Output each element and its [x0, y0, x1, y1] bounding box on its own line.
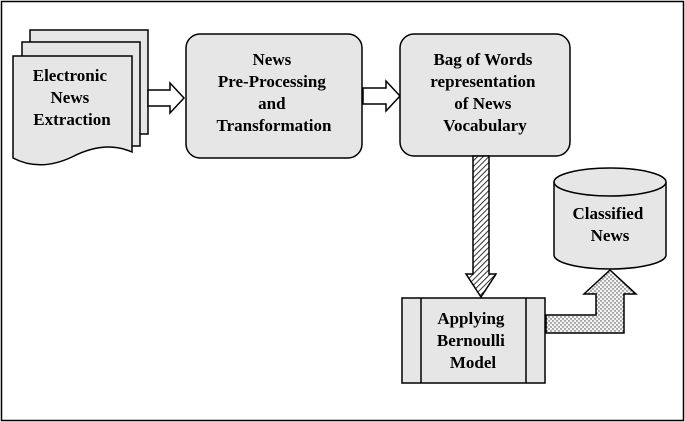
bag-of-words-label-line-4: Vocabulary	[443, 116, 527, 135]
classified-label-line-1: Classified	[572, 204, 643, 223]
bag-of-words-node: Bag of Words representation of News Voca…	[399, 33, 571, 157]
cylinder-body	[553, 182, 667, 270]
arrow-preprocessing-to-bag-of-words	[362, 79, 402, 113]
bernoulli-label-line-1: Applying	[437, 309, 505, 328]
extraction-label-line-1: Electronic	[33, 66, 108, 85]
extraction-label-line-3: Extraction	[33, 110, 111, 129]
svg-text:News Pre-Processing: News Pre-Processing and Transformation	[217, 50, 332, 135]
preprocessing-node: News Pre-Processing and Transformation	[185, 33, 363, 159]
svg-text:Electronic News Ex: Electronic News Extraction	[33, 66, 112, 129]
bernoulli-label-line-3: Model	[450, 353, 497, 372]
electronic-news-extraction-node: Electronic News Extraction	[12, 29, 149, 166]
preprocessing-box	[185, 33, 363, 159]
bernoulli-box	[401, 297, 546, 384]
bag-of-words-label-line-1: Bag of Words	[433, 50, 532, 69]
preprocessing-label-line-2: Pre-Processing	[218, 72, 326, 91]
svg-text:Classified News: Classified News	[572, 204, 647, 245]
svg-text:Applying Bernoulli: Applying Bernoulli Model	[437, 309, 509, 372]
document-front-page	[12, 55, 133, 166]
arrow-extraction-to-preprocessing	[147, 81, 186, 115]
classified-label-line-2: News	[591, 226, 630, 245]
bernoulli-label-line-2: Bernoulli	[437, 331, 505, 350]
preprocessing-label-line-3: and	[258, 94, 286, 113]
extraction-label-line-2: News	[51, 88, 90, 107]
bag-of-words-label-line-2: representation	[430, 72, 536, 91]
arrow-bernoulli-to-classified	[545, 268, 638, 334]
arrow-bag-of-words-to-bernoulli	[464, 155, 498, 299]
bag-of-words-label-line-3: of News	[454, 94, 512, 113]
preprocessing-label-line-1: News	[253, 50, 292, 69]
preprocessing-label-line-4: Transformation	[217, 116, 332, 135]
svg-text:Bag of Words representat: Bag of Words representation of News Voca…	[430, 50, 539, 135]
classified-news-node: Classified News	[553, 167, 667, 270]
cylinder-top	[553, 167, 667, 197]
bernoulli-model-node: Applying Bernoulli Model	[401, 297, 546, 384]
